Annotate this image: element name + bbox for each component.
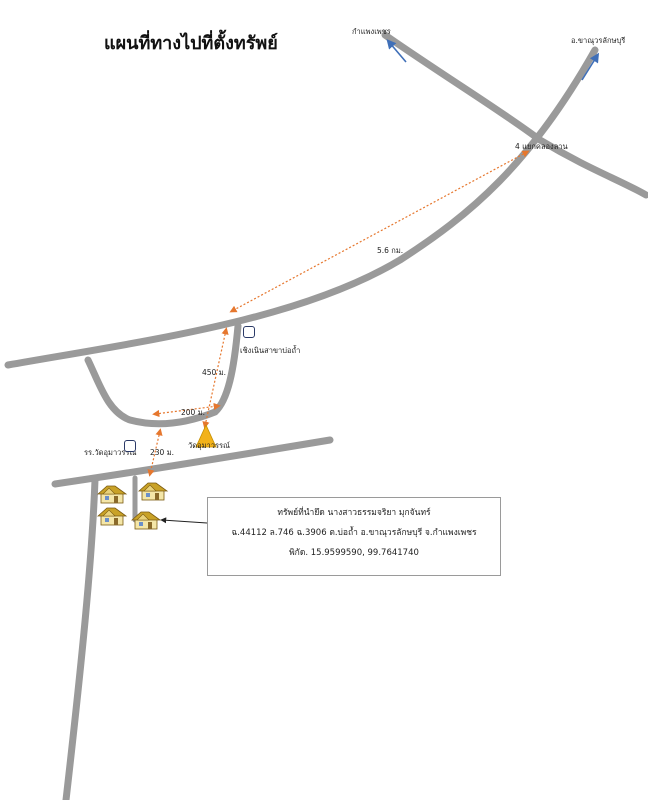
property-info-box: ทรัพย์ที่นำยึด นางสาวธรรมจริยา มุกจันทร์…	[207, 497, 501, 576]
landmark-square-icon	[124, 440, 136, 452]
intersection-label: 4 แยกคลองลาน	[515, 142, 568, 151]
house-icon	[138, 482, 168, 501]
distance-label: 450 ม.	[202, 368, 227, 377]
pointer-arrow	[160, 517, 208, 524]
distance-label: 5.6 กม.	[377, 246, 404, 255]
page-title: แผนที่ทางไปที่ตั้งทรัพย์	[104, 33, 278, 54]
village-road	[62, 476, 99, 800]
main-road	[4, 46, 599, 369]
north-arrow-icon	[581, 52, 600, 81]
distance-label: 230 ม.	[150, 448, 175, 457]
landmark-square-icon	[243, 326, 255, 338]
temple-label: วัดอุมาวรรณ์	[188, 441, 230, 450]
distance-label: 200 ม.	[181, 408, 206, 417]
property-coordinates-text: พิกัด. 15.9599590, 99.7641740	[289, 548, 419, 558]
direction-label-kamphaeng-phet: กำแพงเพชร	[352, 27, 391, 36]
school-label: รร.วัดอุมาวรรณ์	[84, 448, 137, 457]
crossing-road	[381, 31, 648, 199]
direction-label-khanu: อ.ขาณุวรลักษบุรี	[571, 36, 626, 45]
property-owner-text: ทรัพย์ที่นำยึด นางสาวธรรมจริยา มุกจันทร์	[277, 508, 431, 518]
property-deed-text: ฉ.44112 ล.746 ฉ.3906 ต.บ่อถ้ำ อ.ขาณุวรลั…	[231, 528, 477, 538]
house-icon	[97, 507, 127, 526]
lower-road	[51, 436, 334, 488]
loop-road	[84, 322, 242, 428]
temple-triangle-icon	[195, 424, 217, 448]
north-arrow-icon	[386, 39, 407, 63]
health-center-label: เชิงเนินสาขาบ่อถ้ำ	[240, 346, 301, 355]
route-path	[147, 150, 530, 477]
house-icon	[97, 485, 127, 504]
